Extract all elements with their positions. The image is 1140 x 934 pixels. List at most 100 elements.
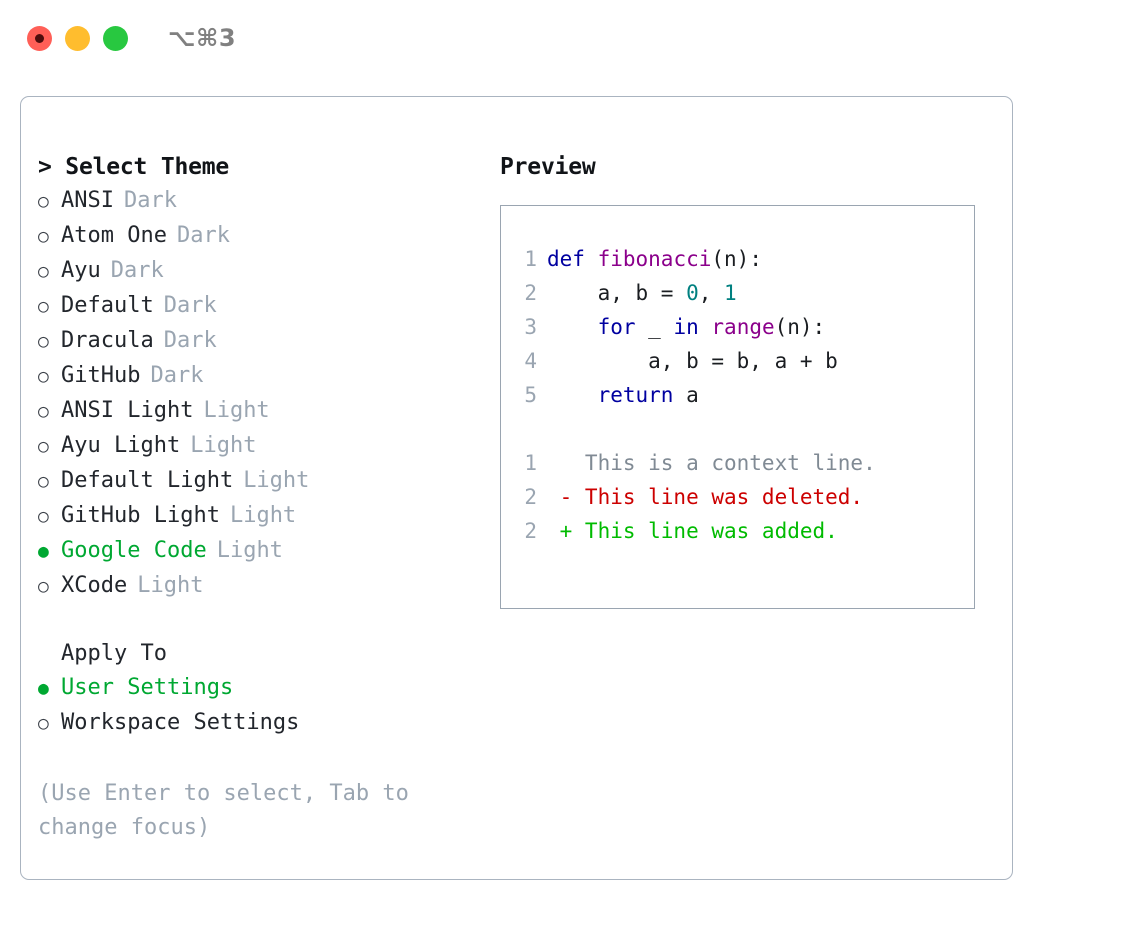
apply-to-header: Apply To xyxy=(61,641,167,666)
radio-unselected-icon: ○ xyxy=(38,366,49,387)
radio-unselected-icon: ○ xyxy=(38,471,49,492)
code-token-kw: return xyxy=(597,383,674,407)
diff-line-content: + This line was added. xyxy=(547,519,838,543)
radio-unselected-icon: ○ xyxy=(38,576,49,597)
code-line-number: 3 xyxy=(524,315,537,339)
code-token-plain: (n): xyxy=(774,315,826,339)
theme-option-label: Dracula xyxy=(61,328,154,353)
theme-option-kind: Light xyxy=(229,503,297,528)
radio-selected-icon: ● xyxy=(38,678,49,699)
diff-line-number: 2 xyxy=(524,519,537,543)
code-token-plain: a, b = b, a + b xyxy=(547,349,838,373)
radio-unselected-icon: ○ xyxy=(38,191,49,212)
theme-option-default-light[interactable]: ○ Default Light Light xyxy=(38,464,483,499)
window-shortcut-label: ⌥⌘3 xyxy=(168,24,237,52)
theme-option-label: Default Light xyxy=(61,468,234,493)
title-bar: ⌥⌘3 xyxy=(0,0,1140,76)
radio-unselected-icon: ○ xyxy=(38,331,49,352)
keyboard-hint-text: (Use Enter to select, Tab to change focu… xyxy=(38,781,409,840)
theme-option-xcode[interactable]: ○ XCode Light xyxy=(38,569,483,604)
theme-option-label: GitHub Light xyxy=(61,503,220,528)
diff-line-content: - This line was deleted. xyxy=(547,485,864,509)
minimize-button[interactable] xyxy=(65,26,90,51)
radio-unselected-icon: ○ xyxy=(38,401,49,422)
radio-unselected-icon: ○ xyxy=(38,506,49,527)
code-token-kw: def xyxy=(547,247,585,271)
diff-line-number: 1 xyxy=(524,451,537,475)
theme-option-ansi[interactable]: ○ ANSI Dark xyxy=(38,184,483,219)
theme-option-kind: Light xyxy=(137,573,204,598)
diff-line-del: 2 - This line was deleted. xyxy=(513,480,974,514)
theme-option-kind: Dark xyxy=(110,258,164,283)
code-token-plain: (n): xyxy=(711,247,762,271)
window-corner xyxy=(1124,918,1140,934)
code-line-content: return a xyxy=(547,378,699,412)
code-line: 5 return a xyxy=(513,378,974,412)
code-line-content: a, b = b, a + b xyxy=(547,344,838,378)
code-token-num: 1 xyxy=(724,281,737,305)
code-token-kw: in xyxy=(673,315,699,339)
theme-option-dracula[interactable]: ○ Dracula Dark xyxy=(38,324,483,359)
code-token-plain: a, b = xyxy=(547,281,687,305)
theme-option-label: XCode xyxy=(61,573,128,598)
close-button[interactable] xyxy=(27,26,52,51)
radio-unselected-icon: ○ xyxy=(38,713,49,734)
diff-sample: 1 This is a context line.2 - This line w… xyxy=(513,446,974,548)
code-line-content: a, b = 0, 1 xyxy=(547,276,737,310)
apply-to-option-user-settings[interactable]: ●User Settings xyxy=(38,671,483,706)
diff-line-add: 2 + This line was added. xyxy=(513,514,974,548)
theme-option-label: GitHub xyxy=(61,363,141,388)
theme-option-ayu[interactable]: ○ Ayu Dark xyxy=(38,254,483,289)
radio-unselected-icon: ○ xyxy=(38,226,49,247)
code-line: 2 a, b = 0, 1 xyxy=(513,276,974,310)
code-token-plain: , xyxy=(698,281,725,305)
traffic-light-group xyxy=(27,26,128,51)
code-token-plain xyxy=(699,315,712,339)
code-token-plain xyxy=(547,315,598,339)
theme-option-label: Ayu xyxy=(61,258,101,283)
code-line-number: 5 xyxy=(524,383,537,407)
diff-line-number: 2 xyxy=(524,485,537,509)
apply-to-options[interactable]: ●User Settings ○ Workspace Settings xyxy=(38,671,483,741)
code-line-number: 1 xyxy=(524,247,537,271)
theme-option-kind: Dark xyxy=(150,363,204,388)
radio-selected-icon: ● xyxy=(38,541,49,562)
preview-header: Preview xyxy=(500,154,596,180)
code-token-plain xyxy=(585,247,598,271)
select-theme-header: > Select Theme xyxy=(38,154,230,180)
theme-option-kind: Dark xyxy=(163,293,217,318)
diff-line-ctx: 1 This is a context line. xyxy=(513,446,974,480)
apply-to-option-workspace-settings[interactable]: ○ Workspace Settings xyxy=(38,706,483,741)
radio-unselected-icon: ○ xyxy=(38,296,49,317)
theme-option-kind: Light xyxy=(190,433,257,458)
maximize-button[interactable] xyxy=(103,26,128,51)
diff-line-content: This is a context line. xyxy=(547,451,876,475)
radio-unselected-icon: ○ xyxy=(38,261,49,282)
theme-option-label: Atom One xyxy=(61,223,167,248)
theme-option-kind: Dark xyxy=(163,328,217,353)
code-token-plain xyxy=(547,383,598,407)
apply-to-option-label: Workspace Settings xyxy=(61,710,300,735)
code-token-kw: for xyxy=(597,315,636,339)
code-token-fn: range xyxy=(711,315,775,339)
theme-option-label: Ayu Light xyxy=(61,433,181,458)
code-token-plain: _ xyxy=(635,315,674,339)
theme-option-kind: Light xyxy=(243,468,310,493)
code-line: 4 a, b = b, a + b xyxy=(513,344,974,378)
code-line: 3 for _ in range(n): xyxy=(513,310,974,344)
apply-to-section: Apply To ●User Settings ○ Workspace Settin… xyxy=(38,637,483,741)
theme-option-github-light[interactable]: ○ GitHub Light Light xyxy=(38,499,483,534)
theme-option-github[interactable]: ○ GitHub Dark xyxy=(38,359,483,394)
theme-option-kind: Dark xyxy=(123,188,177,213)
theme-option-label: ANSI xyxy=(61,188,114,213)
